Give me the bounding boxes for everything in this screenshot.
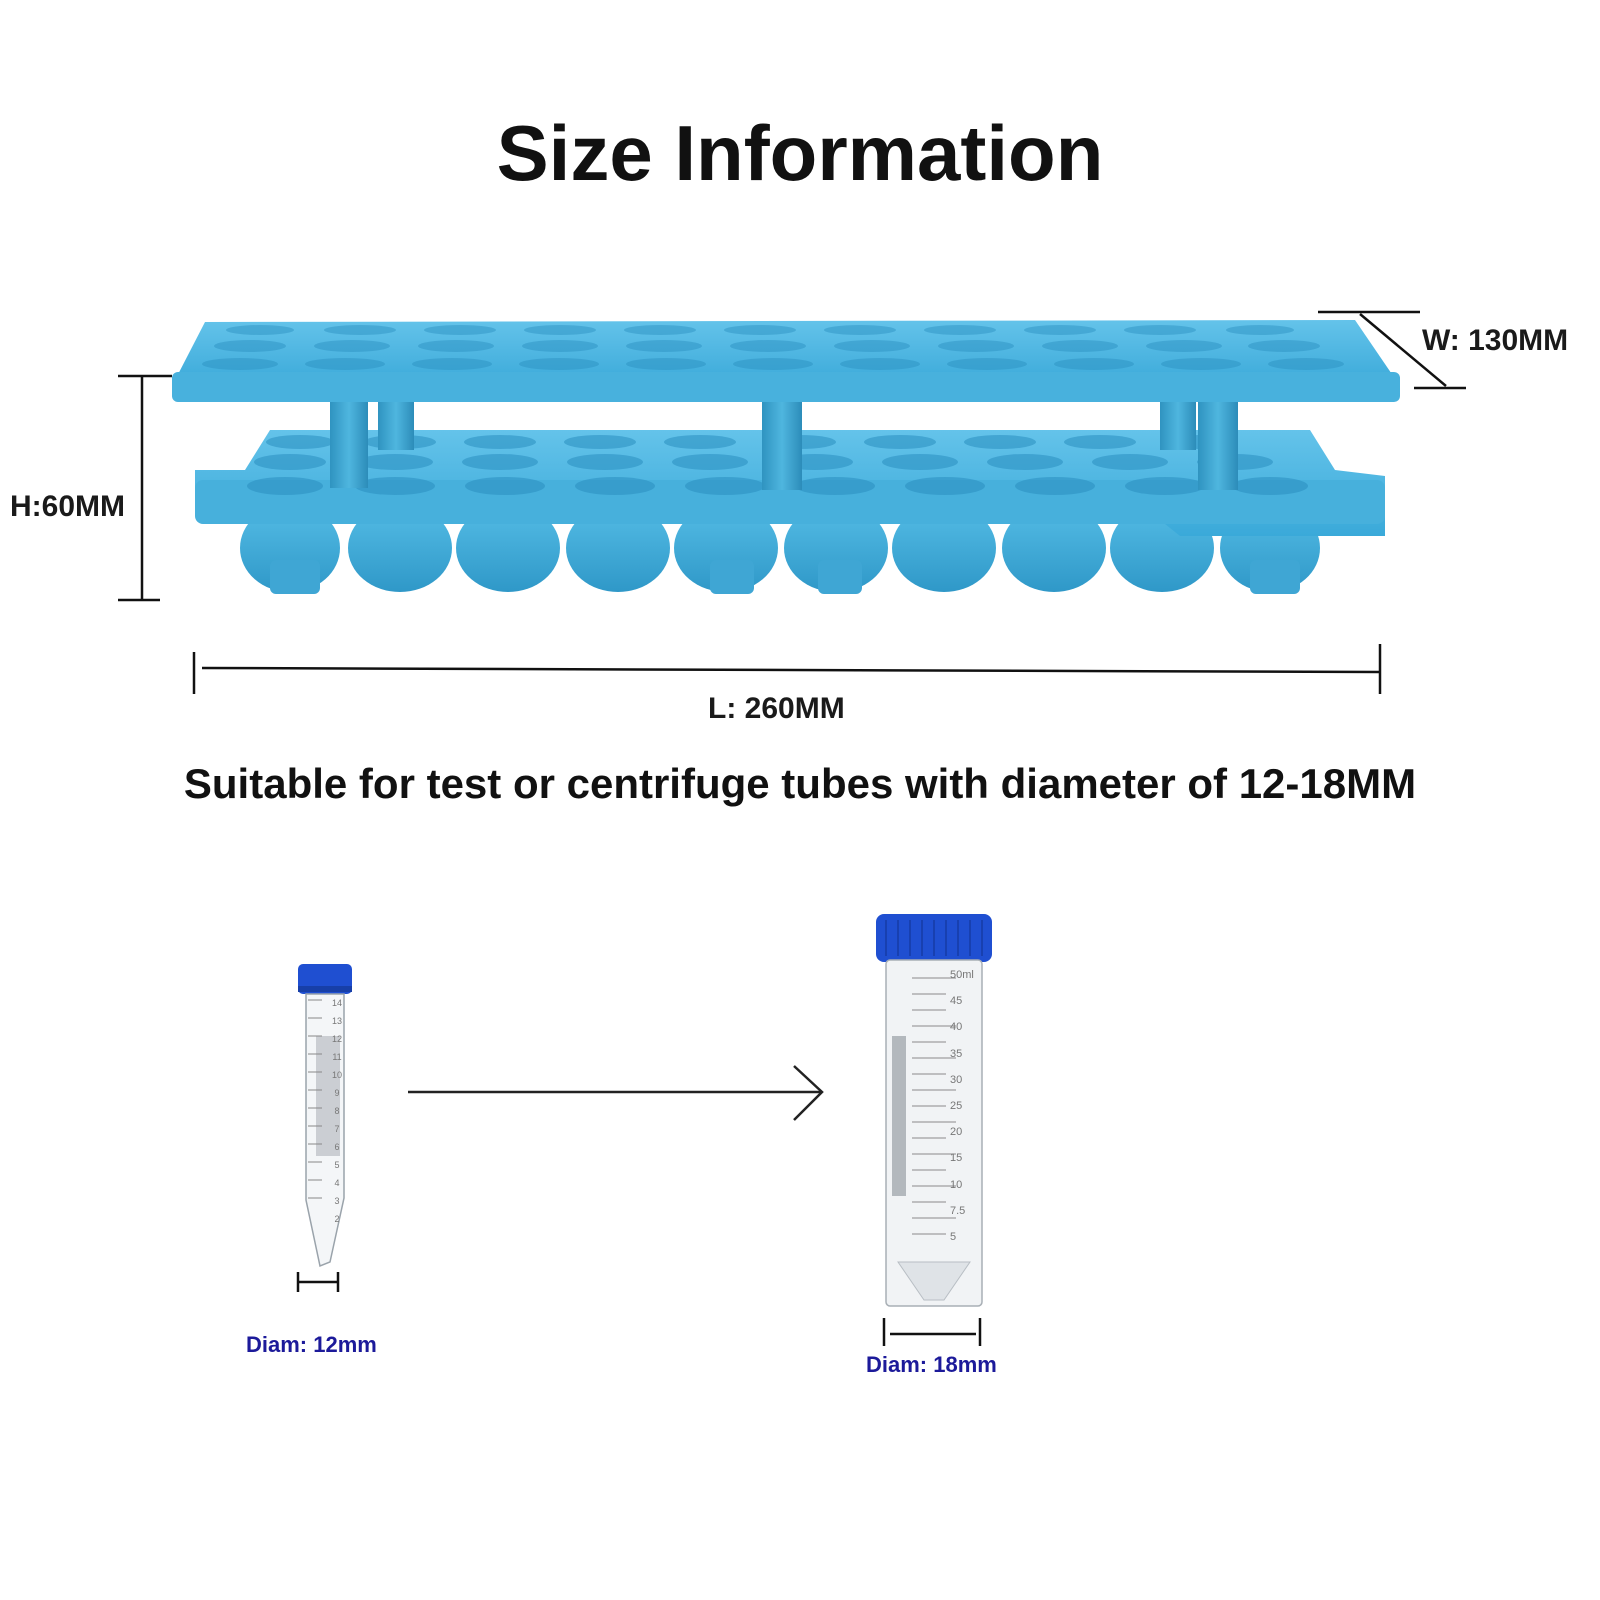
small-tube-scale-mark: 11: [332, 1052, 342, 1062]
width-dimension-line: [1318, 310, 1466, 390]
large-tube-scale-mark: 20: [950, 1126, 963, 1139]
small-tube-scale-mark: 14: [331, 998, 342, 1008]
large-tube-scale-mark: 15: [950, 1152, 963, 1165]
small-tube-scale-mark: 13: [331, 1016, 342, 1026]
length-dimension-line: [192, 644, 1382, 694]
large-tube-scale-mark: 10: [950, 1178, 963, 1191]
small-centrifuge-tube: [296, 964, 352, 1292]
large-tube-scale-mark: 40: [950, 1021, 963, 1034]
large-centrifuge-tube: [876, 914, 992, 1346]
height-label: H:60MM: [10, 490, 126, 523]
small-diameter-marker: [296, 1272, 340, 1292]
large-tube-scale-mark: 45: [950, 995, 963, 1008]
small-tube-scale-mark: 10: [331, 1070, 342, 1080]
large-tube-scale-mark: 5: [950, 1231, 957, 1244]
small-tube-scale-mark: 5: [334, 1160, 340, 1170]
page-title: Size Information: [496, 109, 1104, 197]
large-tube-scale: 50ml 45 40 35 30 25 20 15 10 7.5 5: [950, 962, 980, 1250]
large-tube-scale-mark: 25: [950, 1100, 963, 1113]
large-tube-scale-mark: 30: [950, 1073, 963, 1086]
large-tube-scale-mark: 7.5: [950, 1204, 966, 1217]
small-tube-scale: 14 13 12 11 10 9 8 7 6 5 4 3 2: [326, 994, 348, 1228]
small-tube-scale-mark: 8: [334, 1106, 340, 1116]
small-tube-scale-mark: 4: [334, 1178, 340, 1188]
rack-bottom-cups: [240, 504, 1320, 594]
small-tube-scale-mark: 3: [334, 1196, 340, 1206]
small-tube-scale-mark: 2: [334, 1214, 340, 1224]
arrow-right-icon: [408, 1065, 824, 1121]
large-diameter-marker: [882, 1318, 982, 1346]
large-tube-diameter-label: Diam: 18mm: [866, 1352, 997, 1377]
small-tube-scale-mark: 12: [331, 1034, 342, 1044]
small-tube-scale-mark: 6: [334, 1142, 340, 1152]
rack-support-posts: [330, 398, 1238, 490]
rack-top-plate: [172, 320, 1400, 402]
length-label: L: 260MM: [708, 692, 845, 725]
large-tube-scale-mark: 35: [950, 1047, 963, 1060]
small-tube-scale-mark: 9: [334, 1088, 340, 1098]
height-dimension-line: [118, 374, 172, 602]
compatibility-note: Suitable for test or centrifuge tubes wi…: [183, 760, 1417, 807]
large-tube-scale-mark: 50ml: [950, 969, 974, 981]
small-tube-diameter-label: Diam: 12mm: [246, 1332, 377, 1357]
width-label: W: 130MM: [1422, 324, 1569, 357]
small-tube-scale-mark: 7: [334, 1124, 340, 1134]
